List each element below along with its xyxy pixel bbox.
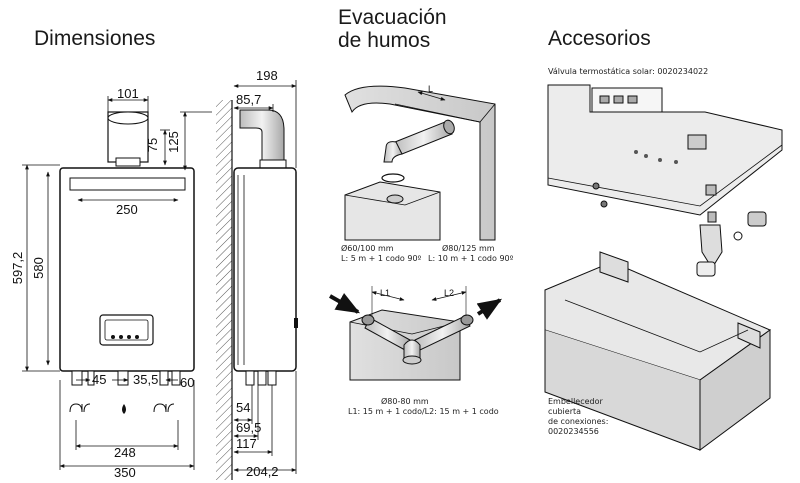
cover-caption-line1: Embellecedor xyxy=(548,397,603,406)
front-view-drawing xyxy=(59,111,195,414)
dim-350: 350 xyxy=(114,465,136,480)
dim-125: 125 xyxy=(166,131,181,153)
accessories-heading: Accesorios xyxy=(548,27,651,50)
dim-580: 580 xyxy=(31,257,46,279)
dim-597-2: 597,2 xyxy=(10,252,25,285)
dim-60: 60 xyxy=(180,375,194,390)
flue-option-60-100-length: L: 5 m + 1 codo 90º xyxy=(341,254,422,263)
front-view-dimension-lines xyxy=(22,96,212,470)
flue-length-label: L xyxy=(428,84,433,94)
dim-35-5: 35,5 xyxy=(133,372,158,387)
flue-option-80-125-title: Ø80/125 mm xyxy=(442,244,495,253)
flue-option-60-100-title: Ø60/100 mm xyxy=(341,244,394,253)
dim-204-2: 204,2 xyxy=(246,464,279,479)
accessory-thermostatic-valve-drawing xyxy=(547,84,783,277)
cover-caption-line2: cubierta xyxy=(548,407,582,416)
wall-hatch xyxy=(216,100,232,480)
accessory-connection-cover-drawing xyxy=(544,251,772,451)
flue-option-80-125-length: L: 10 m + 1 codo 90º xyxy=(428,254,514,263)
dim-69-5: 69,5 xyxy=(236,420,261,435)
valve-caption: Válvula termostática solar: 0020234022 xyxy=(548,67,709,76)
side-view-dimension-lines xyxy=(233,80,297,474)
flue-diagram-twin-pipe: L1 L2 xyxy=(329,286,503,381)
cover-caption-line3: de conexiones: xyxy=(548,417,609,426)
boiler-body-side xyxy=(233,167,297,372)
cover-caption-line4: 0020234556 xyxy=(548,427,599,436)
boiler-display-front xyxy=(99,314,154,346)
dim-198: 198 xyxy=(256,68,278,83)
dim-250: 250 xyxy=(116,202,138,217)
dim-54: 54 xyxy=(236,400,250,415)
flue-option-80-80-title: Ø80-80 mm xyxy=(381,397,429,406)
dimensions-heading: Dimensiones xyxy=(34,27,156,50)
dim-75: 75 xyxy=(145,138,160,152)
side-view-dimension-labels: 198 85,7 54 69,5 117 204,2 xyxy=(236,68,279,479)
flue-heading-line2: de humos xyxy=(338,29,431,52)
dim-45: 45 xyxy=(92,372,106,387)
front-view-dimension-labels: 101 75 125 250 597,2 580 45 35,5 60 248 … xyxy=(10,86,194,480)
side-view-drawing xyxy=(216,100,298,480)
flue-length-l1-label: L1 xyxy=(380,288,390,298)
flue-option-80-80-length: L1: 15 m + 1 codo/L2: 15 m + 1 codo xyxy=(348,407,499,416)
dim-85-7: 85,7 xyxy=(236,92,261,107)
flue-length-l2-label: L2 xyxy=(444,288,454,298)
flue-diagram-concentric: L xyxy=(344,84,496,241)
dim-248: 248 xyxy=(114,445,136,460)
dim-117: 117 xyxy=(236,436,257,451)
dim-101: 101 xyxy=(117,86,139,101)
flue-heading-line1: Evacuación xyxy=(338,6,447,29)
